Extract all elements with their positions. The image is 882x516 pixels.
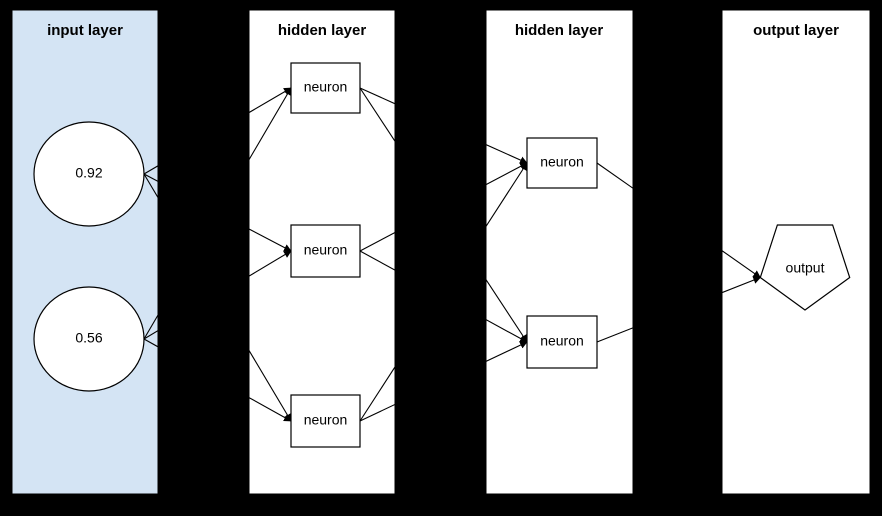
- edge-h1-0-to-h2-0-head: [486, 143, 528, 164]
- node-h2-0[interactable]: [526, 137, 598, 189]
- node-label-h1-2: neuron: [304, 412, 348, 428]
- edge-input-1-to-h1-1-head: [249, 250, 292, 277]
- edge-h2-1-to-out-0-head: [722, 276, 762, 294]
- layer-title-output-layer: output layer: [753, 22, 839, 39]
- node-input-1[interactable]: [33, 286, 145, 392]
- edges-group: [143, 87, 762, 422]
- layer-title-input-layer: input layer: [47, 22, 123, 39]
- edge-h1-2-to-h2-0-head: [486, 162, 528, 228]
- node-h2-1[interactable]: [526, 315, 598, 369]
- edge-h1-1-to-h2-1-head: [486, 319, 528, 343]
- edges-clip-hidden-layer-1: [249, 87, 395, 422]
- layer-boxes-group: [11, 9, 871, 495]
- edge-h1-1-to-h2-1-tail: [359, 250, 395, 271]
- edge-h1-1-to-h2-0-head: [486, 162, 528, 186]
- node-h1-2[interactable]: [290, 394, 361, 448]
- node-label-input-1: 0.56: [75, 330, 102, 346]
- node-label-h2-1: neuron: [540, 333, 584, 349]
- node-label-input-0: 0.92: [75, 165, 102, 181]
- edge-input-0-to-h1-0-head: [249, 87, 292, 114]
- node-label-h1-1: neuron: [304, 242, 348, 258]
- edge-h2-0-to-out-0-tail: [596, 162, 633, 189]
- edge-h1-2-to-h2-0-tail: [359, 365, 395, 422]
- node-out-0[interactable]: [759, 224, 851, 311]
- edges-clip-hidden-layer-2: [486, 143, 633, 363]
- node-label-out-0: output: [786, 260, 825, 276]
- edge-h2-0-to-out-0-head: [722, 249, 761, 278]
- node-h1-1[interactable]: [290, 224, 361, 278]
- node-input-0[interactable]: [33, 121, 145, 227]
- edge-h2-1-to-out-0-tail: [596, 327, 633, 343]
- layer-box-input-layer: [11, 9, 159, 495]
- layer-title-hidden-layer-1: hidden layer: [278, 22, 367, 39]
- edge-h1-2-to-h2-1-head: [486, 341, 528, 363]
- node-h1-0[interactable]: [290, 62, 361, 114]
- layer-box-hidden-layer-2: [485, 9, 634, 495]
- edge-input-0-to-h1-2-head: [249, 349, 292, 422]
- edge-h1-0-to-h2-0-tail: [359, 87, 395, 105]
- edge-h1-0-to-h2-1-head: [486, 278, 528, 343]
- edge-h1-1-to-h2-0-tail: [359, 231, 395, 252]
- layer-title-hidden-layer-2: hidden layer: [515, 22, 604, 39]
- node-label-h1-0: neuron: [304, 79, 348, 95]
- edge-h1-0-to-h2-1-tail: [359, 87, 395, 143]
- edges-clip-output-layer: [722, 249, 762, 294]
- edge-input-1-to-h1-0-head: [249, 87, 292, 161]
- edge-h1-2-to-h2-1-tail: [359, 403, 395, 422]
- layer-titles-group: input layer hidden layer hidden layer outpu…: [47, 22, 839, 39]
- node-label-h2-0: neuron: [540, 154, 584, 170]
- edge-input-1-to-h1-2-head: [249, 396, 292, 422]
- nodes-group: 0.92 0.56 neuron neuron neuron neuron neuron ou…: [33, 62, 851, 448]
- edge-input-0-to-h1-1-head: [249, 228, 292, 252]
